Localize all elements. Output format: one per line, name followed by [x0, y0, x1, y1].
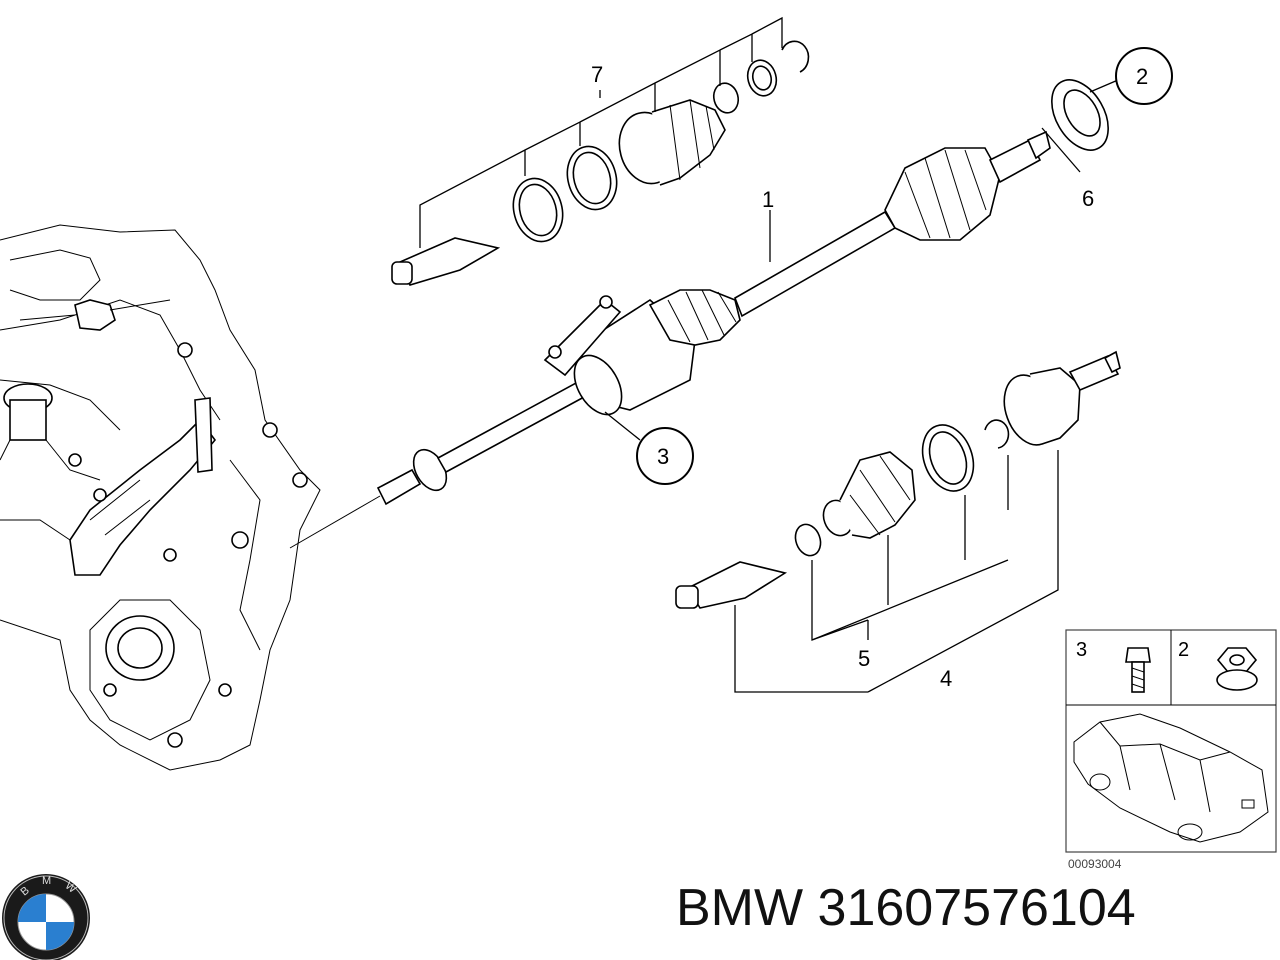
bolt-icon — [1125, 647, 1151, 693]
axle-washer — [1051, 79, 1109, 151]
callout-6: 6 — [1082, 186, 1094, 211]
nut-icon — [1216, 647, 1258, 691]
car-outline-icon — [1073, 713, 1269, 843]
inset-label-left: 3 — [1076, 639, 1087, 661]
drive-shaft — [376, 130, 1051, 506]
callout-1: 1 — [762, 187, 774, 212]
inset-label-right: 2 — [1178, 639, 1189, 661]
callout-3: 3 — [657, 444, 669, 469]
reference-code: 00093004 — [1068, 857, 1122, 871]
outer-joint-repair-kit — [391, 16, 810, 286]
part-number: 31607576104 — [817, 879, 1136, 937]
callout-7: 7 — [591, 62, 603, 87]
brand-name: BMW — [676, 879, 804, 937]
gearbox-housing — [0, 224, 321, 771]
callout-2-circle — [1115, 47, 1173, 105]
inset-panel: 3 2 00093004 — [1065, 629, 1277, 871]
inner-joint-repair-kit — [675, 350, 1121, 693]
callout-5: 5 — [858, 646, 870, 671]
callout-4: 4 — [940, 666, 952, 691]
bmw-logo: B M W — [2, 874, 90, 960]
part-title: BMW 31607576104 — [676, 878, 1136, 938]
callout-3-circle — [636, 427, 694, 485]
callout-2: 2 — [1136, 64, 1148, 89]
logo-letter-m: M — [42, 875, 51, 887]
